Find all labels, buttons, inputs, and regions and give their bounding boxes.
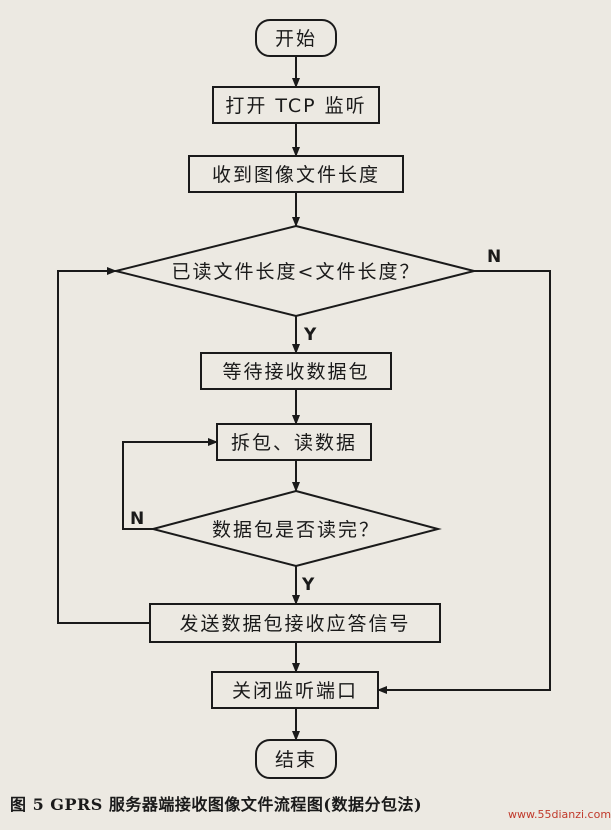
branch-label-inner-no: N — [130, 509, 144, 529]
send-ack-box — [149, 603, 441, 643]
wait-packet-label: 等待接收数据包 — [222, 361, 369, 383]
decision-length-label: 已读文件长度<文件长度？ — [172, 261, 421, 283]
decision-packet-node: 数据包是否读完？ — [149, 489, 442, 568]
receive-length-label: 收到图像文件长度 — [212, 164, 380, 186]
end-node: 结束 — [255, 739, 337, 779]
branch-label-outer-no: N — [487, 247, 501, 267]
branch-label-outer-yes: Y — [303, 325, 317, 345]
send-ack-label: 发送数据包接收应答信号 — [179, 613, 410, 635]
decision-length-node: 已读文件长度<文件长度？ — [115, 224, 475, 318]
close-port-box — [211, 671, 379, 709]
open-tcp-label: 打开 TCP 监听 — [225, 95, 366, 117]
wait-packet-node: 等待接收数据包 — [200, 352, 392, 390]
watermark-text: www.55dianzi.com — [508, 808, 611, 821]
decision-length-diamond — [115, 224, 475, 318]
unpack-read-node: 拆包、读数据 — [216, 423, 372, 461]
start-terminal-shape — [255, 19, 337, 57]
open-tcp-box — [212, 86, 380, 124]
send-ack-node: 发送数据包接收应答信号 — [149, 603, 441, 643]
unpack-read-box — [216, 423, 372, 461]
close-port-label: 关闭监听端口 — [232, 680, 358, 702]
wait-packet-box — [200, 352, 392, 390]
close-port-node: 关闭监听端口 — [211, 671, 379, 709]
receive-length-box — [188, 155, 404, 193]
open-tcp-node: 打开 TCP 监听 — [212, 86, 380, 124]
unpack-read-label: 拆包、读数据 — [231, 432, 357, 454]
arrow-outer-no-branch — [377, 270, 551, 694]
arrow-inner-loop-back — [122, 438, 218, 530]
receive-length-node: 收到图像文件长度 — [188, 155, 404, 193]
connectors — [57, 56, 551, 741]
decision-packet-label: 数据包是否读完？ — [212, 519, 380, 541]
end-label: 结束 — [275, 749, 317, 771]
decision-packet-diamond — [149, 489, 442, 568]
figure-caption: 图 5 GPRS 服务器端接收图像文件流程图(数据分包法) — [10, 795, 423, 814]
end-terminal-shape — [255, 739, 337, 779]
start-label: 开始 — [275, 28, 317, 50]
start-node: 开始 — [255, 19, 337, 57]
arrow-outer-loop-back — [57, 267, 150, 624]
branch-label-inner-yes: Y — [301, 575, 315, 595]
